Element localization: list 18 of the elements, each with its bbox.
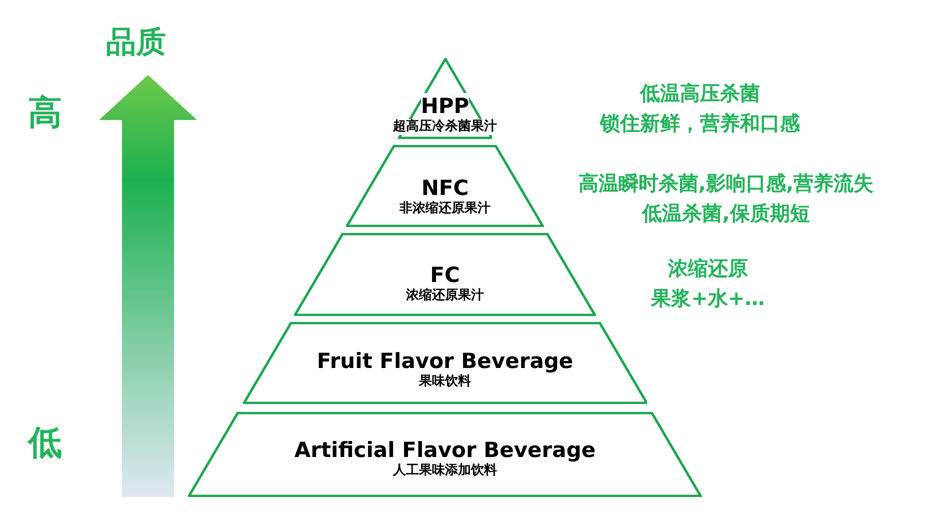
axis-label: 品质 (106, 28, 166, 58)
pyramid-layer (346, 145, 544, 227)
annotation-text: 果浆+水+… (651, 285, 765, 312)
layer-subtitle: 超高压冷杀菌果汁 (393, 118, 497, 135)
pyramid-layer (242, 322, 648, 404)
annotation-text: 浓缩还原 (668, 255, 748, 282)
layer-subtitle: 果味饮料 (418, 374, 471, 390)
axis-label: 高 (28, 96, 62, 130)
annotation-text: 低温高压杀菌 (640, 80, 760, 107)
annotation-text: 高温瞬时杀菌,影响口感,营养流失 (578, 170, 874, 197)
layer-subtitle: 非浓缩还原果汁 (399, 200, 490, 217)
pyramid-layer (294, 233, 596, 316)
layer-subtitle: 浓缩还原果汁 (406, 288, 484, 304)
axis-label: 低 (28, 426, 62, 460)
layer-subtitle: 人工果味添加饮料 (392, 462, 497, 479)
annotation-text: 锁住新鲜，营养和口感 (600, 110, 800, 137)
annotation-text: 低温杀菌,保质期短 (642, 200, 810, 227)
pyramid-layer (188, 412, 702, 497)
